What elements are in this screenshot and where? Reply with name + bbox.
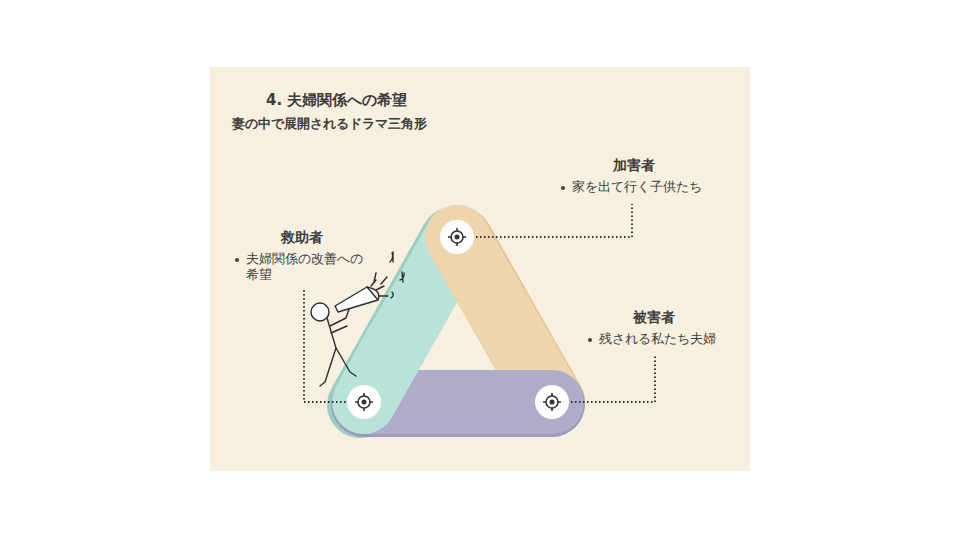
bullet-text: 残される私たち夫婦 <box>599 331 749 347</box>
role-heading: 救助者 <box>281 228 371 246</box>
role-callout: 被害者残される私たち夫婦 <box>588 308 749 347</box>
role-heading: 被害者 <box>633 308 749 326</box>
bullet-row: 残される私たち夫婦 <box>588 331 749 347</box>
bullet-text: 夫婦関係の改善への 希望 <box>246 251 371 283</box>
bullet-dot <box>561 186 565 190</box>
bullet-row: 家を出て行く子供たち <box>561 179 747 195</box>
subtitle-label: 妻の中で展開されるドラマ三角形 <box>232 115 427 133</box>
bullet-dot <box>235 258 239 262</box>
bullet-dot <box>588 338 592 342</box>
role-callout: 救助者夫婦関係の改善への 希望 <box>235 228 371 283</box>
role-heading: 加害者 <box>613 156 747 174</box>
bullet-row: 夫婦関係の改善への 希望 <box>235 251 371 283</box>
bullet-text: 家を出て行く子供たち <box>572 179 747 195</box>
role-callout: 加害者家を出て行く子供たち <box>561 156 747 195</box>
diagram-title: 4. 夫婦関係への希望 <box>266 91 407 110</box>
